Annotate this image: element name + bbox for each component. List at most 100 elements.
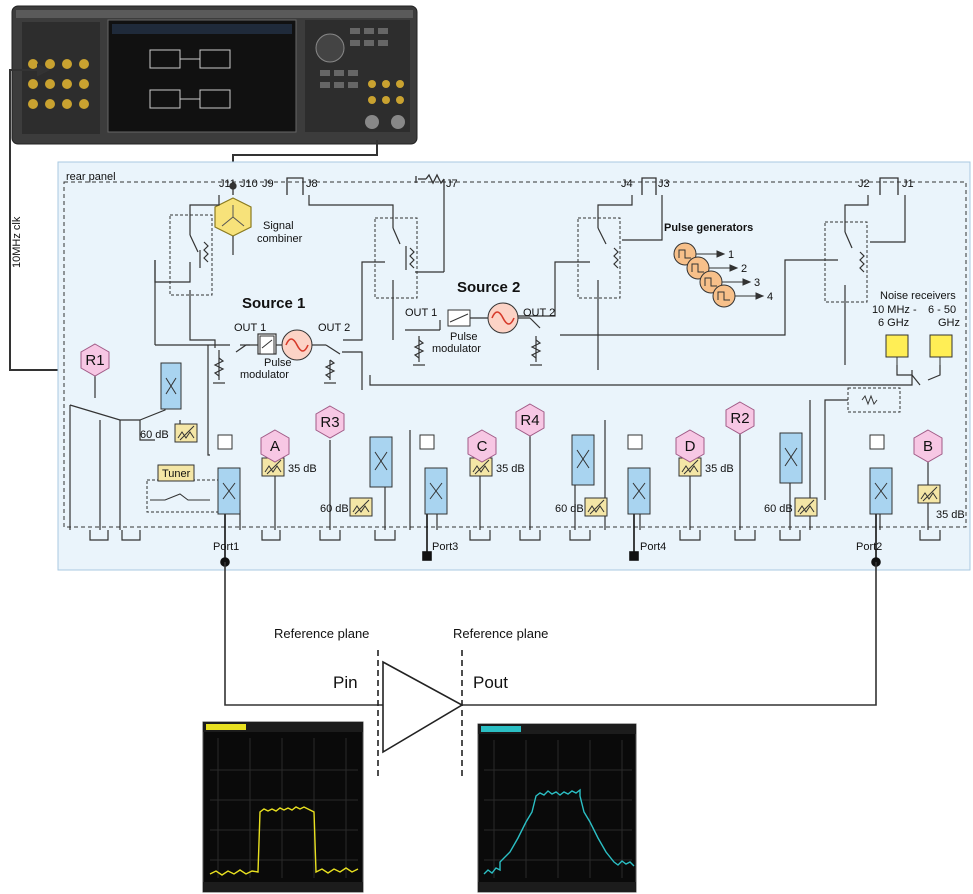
attenuator-d-value: 35 dB <box>705 463 734 475</box>
pulse-modulator-1-icon <box>259 335 275 355</box>
clock-label: 10MHz clk <box>11 216 23 268</box>
input-spectrum-image <box>202 721 364 893</box>
source-1-modulator-label-1: Pulse <box>264 357 292 369</box>
source-1-modulator-label-2: modulator <box>240 369 289 381</box>
receiver-r3-icon <box>315 405 345 439</box>
source-2-out2: OUT 2 <box>523 307 555 319</box>
receiver-r1-icon <box>80 343 110 377</box>
tuner-box <box>157 464 195 482</box>
clock-connection <box>9 63 62 371</box>
rear-panel-area <box>57 161 971 571</box>
bias-tee-icons <box>217 434 885 450</box>
receiver-r4-icon <box>515 403 545 437</box>
attenuator-a-value: 35 dB <box>288 463 317 475</box>
source-2-modulator-label-2: modulator <box>432 343 481 355</box>
connector-array-left <box>28 59 89 109</box>
attenuator-r1-value: 60 dB <box>140 429 169 441</box>
internal-wiring <box>69 190 941 541</box>
pulse-output-1: 1 <box>728 249 734 261</box>
noise-receiver-high-band <box>929 334 953 358</box>
receiver-r2-label: R2 <box>730 410 749 427</box>
connector-j7: J7 <box>446 178 458 190</box>
connector-j10: J10 <box>240 178 258 190</box>
pulse-generator-4-icon <box>712 284 736 308</box>
port4-label: Port4 <box>640 541 666 553</box>
receiver-c-label: C <box>477 438 488 455</box>
noise-band-2-line-2: GHz <box>938 317 960 329</box>
couplers <box>160 362 893 515</box>
attenuator-c-value: 35 dB <box>496 463 525 475</box>
pulse-output-2: 2 <box>741 263 747 275</box>
receiver-r1-label: R1 <box>85 352 104 369</box>
reference-plane-left-label: Reference plane <box>274 626 369 641</box>
coupler-r3-icon <box>369 436 393 488</box>
receiver-b-icon <box>913 429 943 463</box>
pin-label: Pin <box>333 673 358 692</box>
attenuator-r4-value: 60 dB <box>555 503 584 515</box>
source-2-modulator-label-1: Pulse <box>450 331 478 343</box>
source-2-title: Source 2 <box>457 279 520 296</box>
pulse-generators-title: Pulse generators <box>664 222 753 234</box>
attenuator-r2-value: 60 dB <box>764 503 793 515</box>
connector-j3: J3 <box>658 178 670 190</box>
signal-combiner <box>214 197 252 237</box>
source-1-out2: OUT 2 <box>318 322 350 334</box>
port1-label: Port1 <box>213 541 239 553</box>
noise-receivers-title: Noise receivers <box>880 290 956 302</box>
rear-panel-boundary <box>63 181 967 528</box>
coupler-port3-icon <box>424 467 448 515</box>
coupler-r4-icon <box>571 434 595 486</box>
attenuator-r1-icon <box>174 423 198 443</box>
port3-label: Port3 <box>432 541 458 553</box>
noise-receiver-low-band <box>885 334 909 358</box>
instrument-front-panel-image <box>11 5 418 145</box>
noise-band-1-line-1: 10 MHz - <box>872 304 917 316</box>
coupler-port1-icon <box>217 467 241 515</box>
receiver-a-icon <box>260 429 290 463</box>
noise-band-1-line-2: 6 GHz <box>878 317 909 329</box>
pulse-output-4: 4 <box>767 291 773 303</box>
attenuator-b-value: 35 dB <box>936 509 965 521</box>
receiver-b-label: B <box>923 438 933 455</box>
reference-plane-right-label: Reference plane <box>453 626 548 641</box>
coupler-r1-icon <box>160 362 182 410</box>
connector-j8: J8 <box>306 178 318 190</box>
connector-j2: J2 <box>858 178 870 190</box>
receiver-r2-icon <box>725 401 755 435</box>
pout-label: Pout <box>473 673 508 692</box>
receiver-d-label: D <box>685 438 696 455</box>
combiner-label-1: Signal <box>263 220 294 232</box>
receiver-r3-label: R3 <box>320 414 339 431</box>
connector-j9: J9 <box>262 178 274 190</box>
pulse-generators <box>673 242 765 308</box>
combiner-label-2: combiner <box>257 233 303 245</box>
receiver-d-icon <box>675 429 705 463</box>
coupler-port4-icon <box>627 467 651 515</box>
attenuator-r4-icon <box>584 497 608 517</box>
receiver-a-label: A <box>270 438 280 455</box>
receivers <box>80 343 943 463</box>
receiver-r4-label: R4 <box>520 412 539 429</box>
connector-j1: J1 <box>902 178 914 190</box>
amplifier-icon <box>382 660 464 754</box>
output-spectrum-image <box>477 723 637 893</box>
rear-panel-label: rear panel <box>66 171 116 183</box>
connector-j4: J4 <box>621 178 633 190</box>
dut-connections <box>224 562 877 706</box>
attenuator-r3-icon <box>349 497 373 517</box>
port2-label: Port2 <box>856 541 882 553</box>
receiver-c-icon <box>467 429 497 463</box>
tuner-label: Tuner <box>162 468 191 480</box>
coupler-port2-icon <box>869 467 893 515</box>
pulse-output-3: 3 <box>754 277 760 289</box>
noise-band-2-line-1: 6 - 50 <box>928 304 956 316</box>
attenuator-r3-value: 60 dB <box>320 503 349 515</box>
source-1-oscillator-icon <box>281 329 313 361</box>
coupler-r2-icon <box>779 432 803 484</box>
source-1-out1: OUT 1 <box>234 322 266 334</box>
source-1-title: Source 1 <box>242 295 305 312</box>
attenuator-r2-icon <box>794 497 818 517</box>
attenuator-b-icon <box>917 484 941 504</box>
instrument-screen <box>107 19 297 133</box>
